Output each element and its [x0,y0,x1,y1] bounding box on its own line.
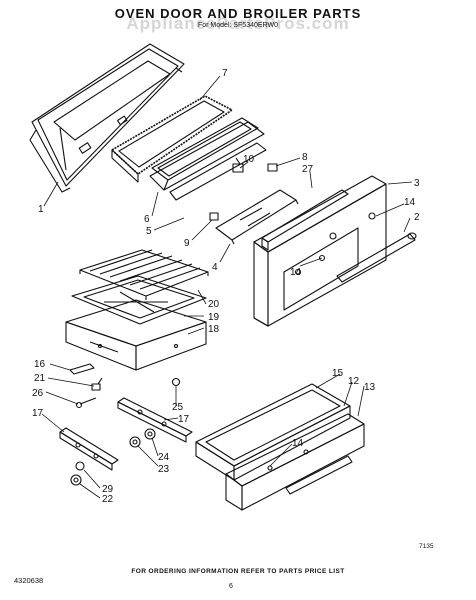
drawer-inner-panel [195,383,351,481]
callout-27: 27 [302,164,314,175]
ordering-note: FOR ORDERING INFORMATION REFER TO PARTS … [131,568,345,575]
callout-7: 7 [222,68,228,79]
model-subtitle: For Model: SF5340ERW0 [197,22,278,29]
callout-14b: 14 [290,267,302,278]
callout-16: 16 [34,359,46,370]
document-number: 4320638 [14,576,44,585]
callout-23: 23 [158,464,170,475]
broiler-insert [71,275,207,325]
callout-21: 21 [34,373,46,384]
callout-14: 14 [404,197,416,208]
callout-17-left: 17 [32,408,44,419]
callout-9: 9 [184,238,190,249]
callout-26: 26 [32,388,44,399]
drawer-hardware [69,363,103,409]
callout-10: 10 [243,154,255,165]
callout-3: 3 [414,178,420,189]
callout-2: 2 [414,212,420,223]
callout-17-right: 17 [178,414,190,425]
callout-25: 25 [172,402,184,413]
watermark: AppliancePartsPros.com [126,14,350,33]
door-glass [215,189,299,245]
callout-1: 1 [38,204,44,215]
hinge-clips [209,157,278,221]
callout-19: 19 [208,312,220,323]
leader-lines [41,75,413,499]
broiler-grid [79,249,209,300]
door-gasket [111,95,233,183]
callout-24: 24 [158,452,170,463]
outer-door-panel [253,175,387,327]
callout-12: 12 [348,376,360,387]
top-trim [261,189,349,251]
window-frame [149,117,267,201]
broiler-pan [65,299,207,371]
slide-rail-left [59,427,119,471]
callout-20: 20 [208,299,220,310]
callout-labels: 1 7 10 8 27 3 14 2 6 5 9 4 14 20 19 18 1… [32,68,420,505]
callout-29: 29 [102,484,114,495]
inner-door-liner [29,43,185,193]
callout-15: 15 [332,368,344,379]
callout-22: 22 [102,494,114,505]
page-title: OVEN DOOR AND BROILER PARTS [114,6,362,21]
callout-8: 8 [302,152,308,163]
rollers [70,377,181,486]
door-handle [336,232,417,283]
slide-rail-right [117,397,193,443]
drawer-front [225,413,365,511]
callout-14c: 14 [292,438,304,449]
callout-5: 5 [146,226,152,237]
callout-4: 4 [212,262,218,273]
callout-6: 6 [144,214,150,225]
callout-18: 18 [208,324,220,335]
callout-13: 13 [364,382,376,393]
figure-code: 7135 [419,543,434,550]
page-number: 6 [229,583,233,590]
